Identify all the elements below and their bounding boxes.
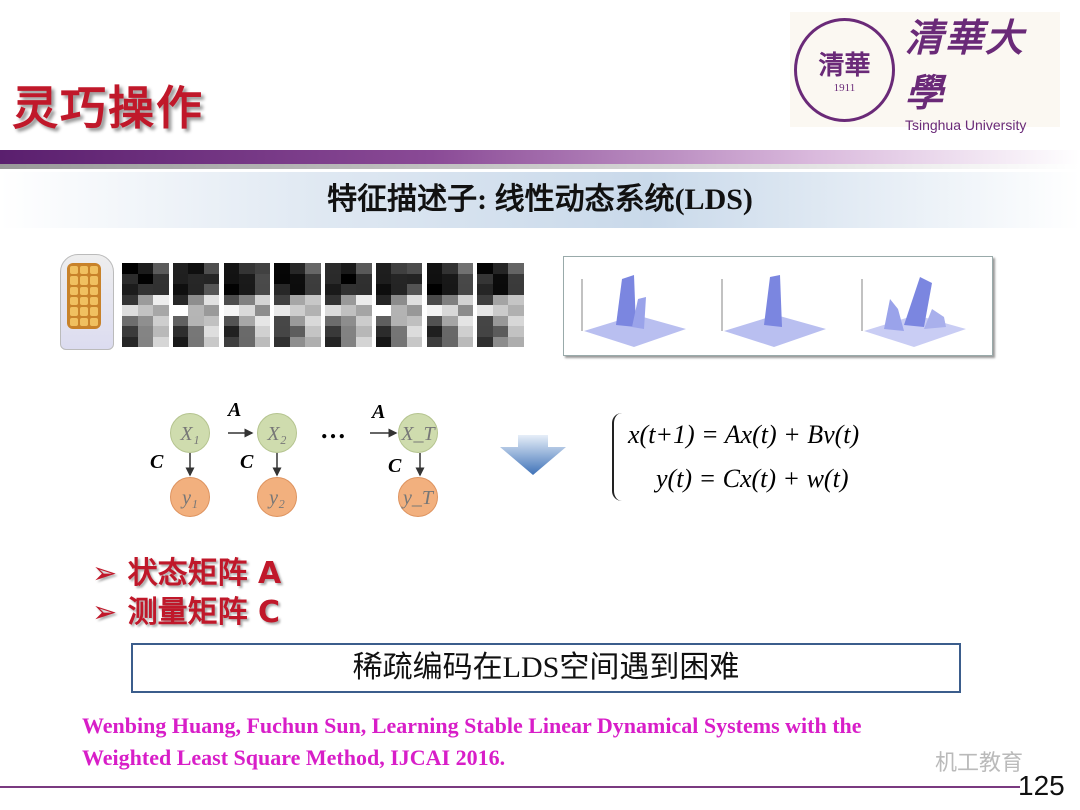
bullet-text: 状态矩阵 A (127, 556, 282, 591)
lds-graphical-model: X₁ X₂ X_T y₁ y₂ y_T A A C C C … (140, 395, 470, 525)
state-equation: x(t+1) = Ax(t) + Bv(t) (628, 420, 860, 449)
obs-node-1: y₁ (170, 477, 210, 517)
logo-name-en: Tsinghua University (904, 116, 1027, 133)
emission-label: C (388, 455, 402, 477)
bullet-arrow-icon: ➢ (92, 556, 128, 591)
bullet-state-matrix: ➢ 状态矩阵 A (92, 548, 281, 592)
lds-equations: x(t+1) = Ax(t) + Bv(t) y(t) = Cx(t) + w(… (612, 413, 859, 501)
tactile-frame (477, 255, 524, 347)
state-node-2: X₂ (257, 413, 297, 453)
surface-plot-2 (721, 275, 826, 347)
tactile-frames-image (122, 255, 524, 347)
section-subtitle: 特征描述子: 线性动态系统(LDS) (0, 172, 1080, 228)
bullet-measurement-matrix: ➢ 测量矩阵 C (92, 587, 280, 631)
bullet-text: 测量矩阵 C (127, 595, 281, 630)
footer-divider (0, 786, 1020, 788)
diagram-arrows (185, 428, 425, 477)
down-arrow-icon (500, 435, 566, 475)
tactile-frame (122, 255, 169, 347)
logo-name-cn: 清華大學 (904, 14, 1025, 115)
state-node-1: X₁ (170, 413, 210, 453)
university-seal-icon: 清華 1911 (794, 17, 895, 122)
surface-plots-image (563, 256, 993, 356)
highlight-box: 稀疏编码在LDS空间遇到困难 (131, 643, 961, 693)
tactile-frame (375, 255, 423, 347)
tactile-frame (274, 255, 321, 347)
transition-label: A (228, 399, 242, 421)
tactile-frame (325, 255, 372, 347)
tsinghua-logo: 清華 1911 清華大學 Tsinghua University (790, 12, 1060, 133)
surface-plot-1 (581, 275, 686, 347)
seal-text: 清華 (818, 51, 871, 80)
ellipsis: … (320, 415, 346, 444)
tactile-frame (172, 255, 220, 347)
state-node-T: X_T (398, 413, 438, 453)
citation-line-1: Wenbing Huang, Fuchun Sun, Learning Stab… (82, 713, 862, 738)
surface-plot-3 (861, 277, 966, 347)
header-divider-shadow (0, 164, 1080, 169)
slide-title: 灵巧操作 (12, 81, 204, 135)
emission-label: C (240, 451, 254, 473)
emission-label: C (150, 451, 164, 473)
header-divider (0, 150, 1080, 164)
page-number: 125 (1018, 770, 1065, 801)
obs-node-T: y_T (398, 477, 438, 517)
bullet-arrow-icon: ➢ (92, 595, 128, 630)
tactile-frame (426, 255, 474, 347)
seal-year: 1911 (833, 82, 856, 94)
transition-label: A (372, 401, 386, 423)
citation-line-2: Weighted Least Square Method, IJCAI 2016… (82, 745, 506, 770)
watermark: 机工教育 (935, 751, 1024, 776)
obs-node-2: y₂ (257, 477, 297, 517)
tactile-sensor-image (60, 254, 114, 350)
tactile-frame (223, 255, 271, 347)
observation-equation: y(t) = Cx(t) + w(t) (656, 464, 849, 493)
